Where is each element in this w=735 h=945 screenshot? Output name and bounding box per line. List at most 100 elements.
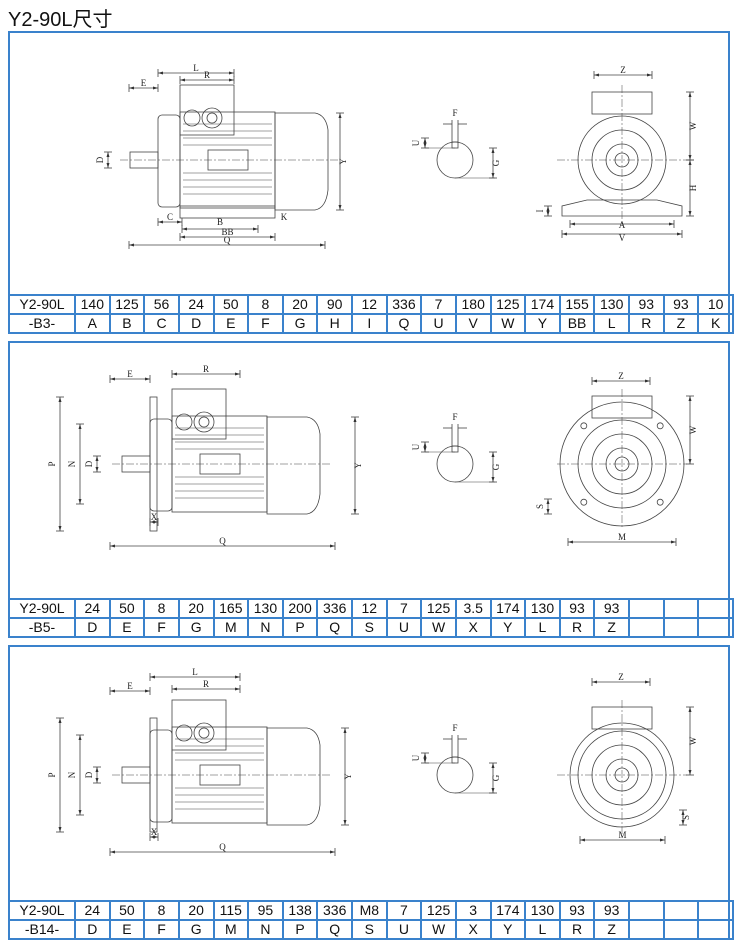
arrowhead: [491, 452, 495, 457]
dim-label-N: N: [67, 771, 77, 778]
dimension-value: 125: [420, 598, 457, 619]
dim-label-M: M: [618, 532, 626, 542]
arrowhead: [570, 222, 575, 226]
dimension-value: 165: [212, 598, 250, 619]
dimension-letter: P: [281, 617, 319, 638]
cable-gland: [201, 107, 223, 129]
dimension-letter: A: [74, 313, 111, 334]
dimension-value: 130: [524, 900, 561, 921]
dimension-letter: [628, 617, 665, 638]
dimension-value: 336: [385, 294, 423, 315]
dim-label-W: W: [688, 121, 698, 130]
dim-label-BB: BB: [221, 227, 233, 237]
dim-label-S: S: [681, 815, 691, 820]
arrowhead: [677, 232, 682, 236]
dimension-value: 24: [74, 598, 111, 619]
dimension-letter: Q: [385, 313, 423, 334]
dimension-letter: U: [385, 617, 423, 638]
arrowhead: [235, 687, 240, 691]
dimension-value: 8: [143, 900, 180, 921]
arrowhead: [153, 520, 158, 524]
arrowhead: [594, 73, 599, 77]
bolt-hole: [656, 422, 664, 430]
dimension-value: 20: [177, 598, 215, 619]
dimension-letter: G: [177, 919, 215, 940]
fan-cover: [266, 416, 321, 515]
dimension-value: 93: [662, 294, 700, 315]
dim-label-D: D: [95, 156, 105, 163]
dimension-letter: Z: [593, 617, 630, 638]
arrowhead: [647, 73, 652, 77]
dimension-letter: BB: [558, 313, 596, 334]
arrowhead: [229, 78, 234, 82]
dimension-letter: [697, 919, 734, 940]
arrowhead: [491, 477, 495, 482]
arrowhead: [158, 71, 163, 75]
arrowhead: [78, 424, 82, 429]
arrowhead: [180, 235, 185, 239]
shaft-section: [436, 141, 474, 179]
dimension-letter: H: [316, 313, 353, 334]
arrowhead: [58, 827, 62, 832]
mount-type-label: -B5-: [8, 617, 76, 638]
dim-label-E: E: [127, 681, 133, 691]
arrowhead: [320, 243, 325, 247]
arrowhead: [353, 417, 357, 422]
arrowhead: [58, 397, 62, 402]
dimension-letter: [628, 919, 665, 940]
arrowhead: [95, 467, 99, 472]
arrowhead: [235, 675, 240, 679]
dimension-value: [662, 900, 700, 921]
dimension-letter: W: [420, 617, 457, 638]
arrowhead: [153, 86, 158, 90]
dimension-letter: X: [454, 919, 492, 940]
fan-cover: [274, 112, 329, 211]
arrowhead: [688, 396, 692, 401]
dimension-value: M8: [351, 900, 388, 921]
arrowhead: [338, 205, 342, 210]
dim-label-G: G: [491, 463, 501, 470]
dimension-letter: [662, 617, 700, 638]
dimension-letter: Y: [489, 919, 527, 940]
dim-label-Y: Y: [338, 158, 348, 165]
dim-label-U: U: [411, 443, 421, 450]
arrowhead: [645, 680, 650, 684]
arrowhead: [180, 78, 185, 82]
arrowhead: [235, 372, 240, 376]
arrowhead: [688, 211, 692, 216]
cable-gland: [193, 722, 215, 744]
dimension-letter: Q: [316, 919, 353, 940]
arrowhead: [270, 235, 275, 239]
dimension-value: 125: [489, 294, 527, 315]
arrowhead: [58, 526, 62, 531]
dimension-value: 174: [524, 294, 561, 315]
dim-label-F: F: [452, 412, 457, 422]
dim-label-Q: Q: [219, 536, 226, 546]
dim-label-C: C: [167, 212, 173, 222]
arrowhead: [660, 838, 665, 842]
dimension-letter: G: [177, 617, 215, 638]
arrowhead: [546, 206, 550, 211]
dimension-letter: W: [489, 313, 527, 334]
keyway: [451, 141, 459, 149]
arrowhead: [546, 509, 550, 514]
arrowhead: [330, 850, 335, 854]
dimension-letter: D: [74, 617, 111, 638]
arrowhead: [423, 138, 427, 143]
dimension-letter: Z: [593, 919, 630, 940]
bolt-hole: [656, 498, 664, 506]
dimension-letter: P: [281, 919, 319, 940]
model-label: Y2-90L: [8, 294, 76, 315]
arrowhead: [110, 544, 115, 548]
arrowhead: [423, 758, 427, 763]
arrowhead: [129, 243, 134, 247]
arrowhead: [145, 377, 150, 381]
arrowhead: [671, 540, 676, 544]
arrowhead: [688, 92, 692, 97]
